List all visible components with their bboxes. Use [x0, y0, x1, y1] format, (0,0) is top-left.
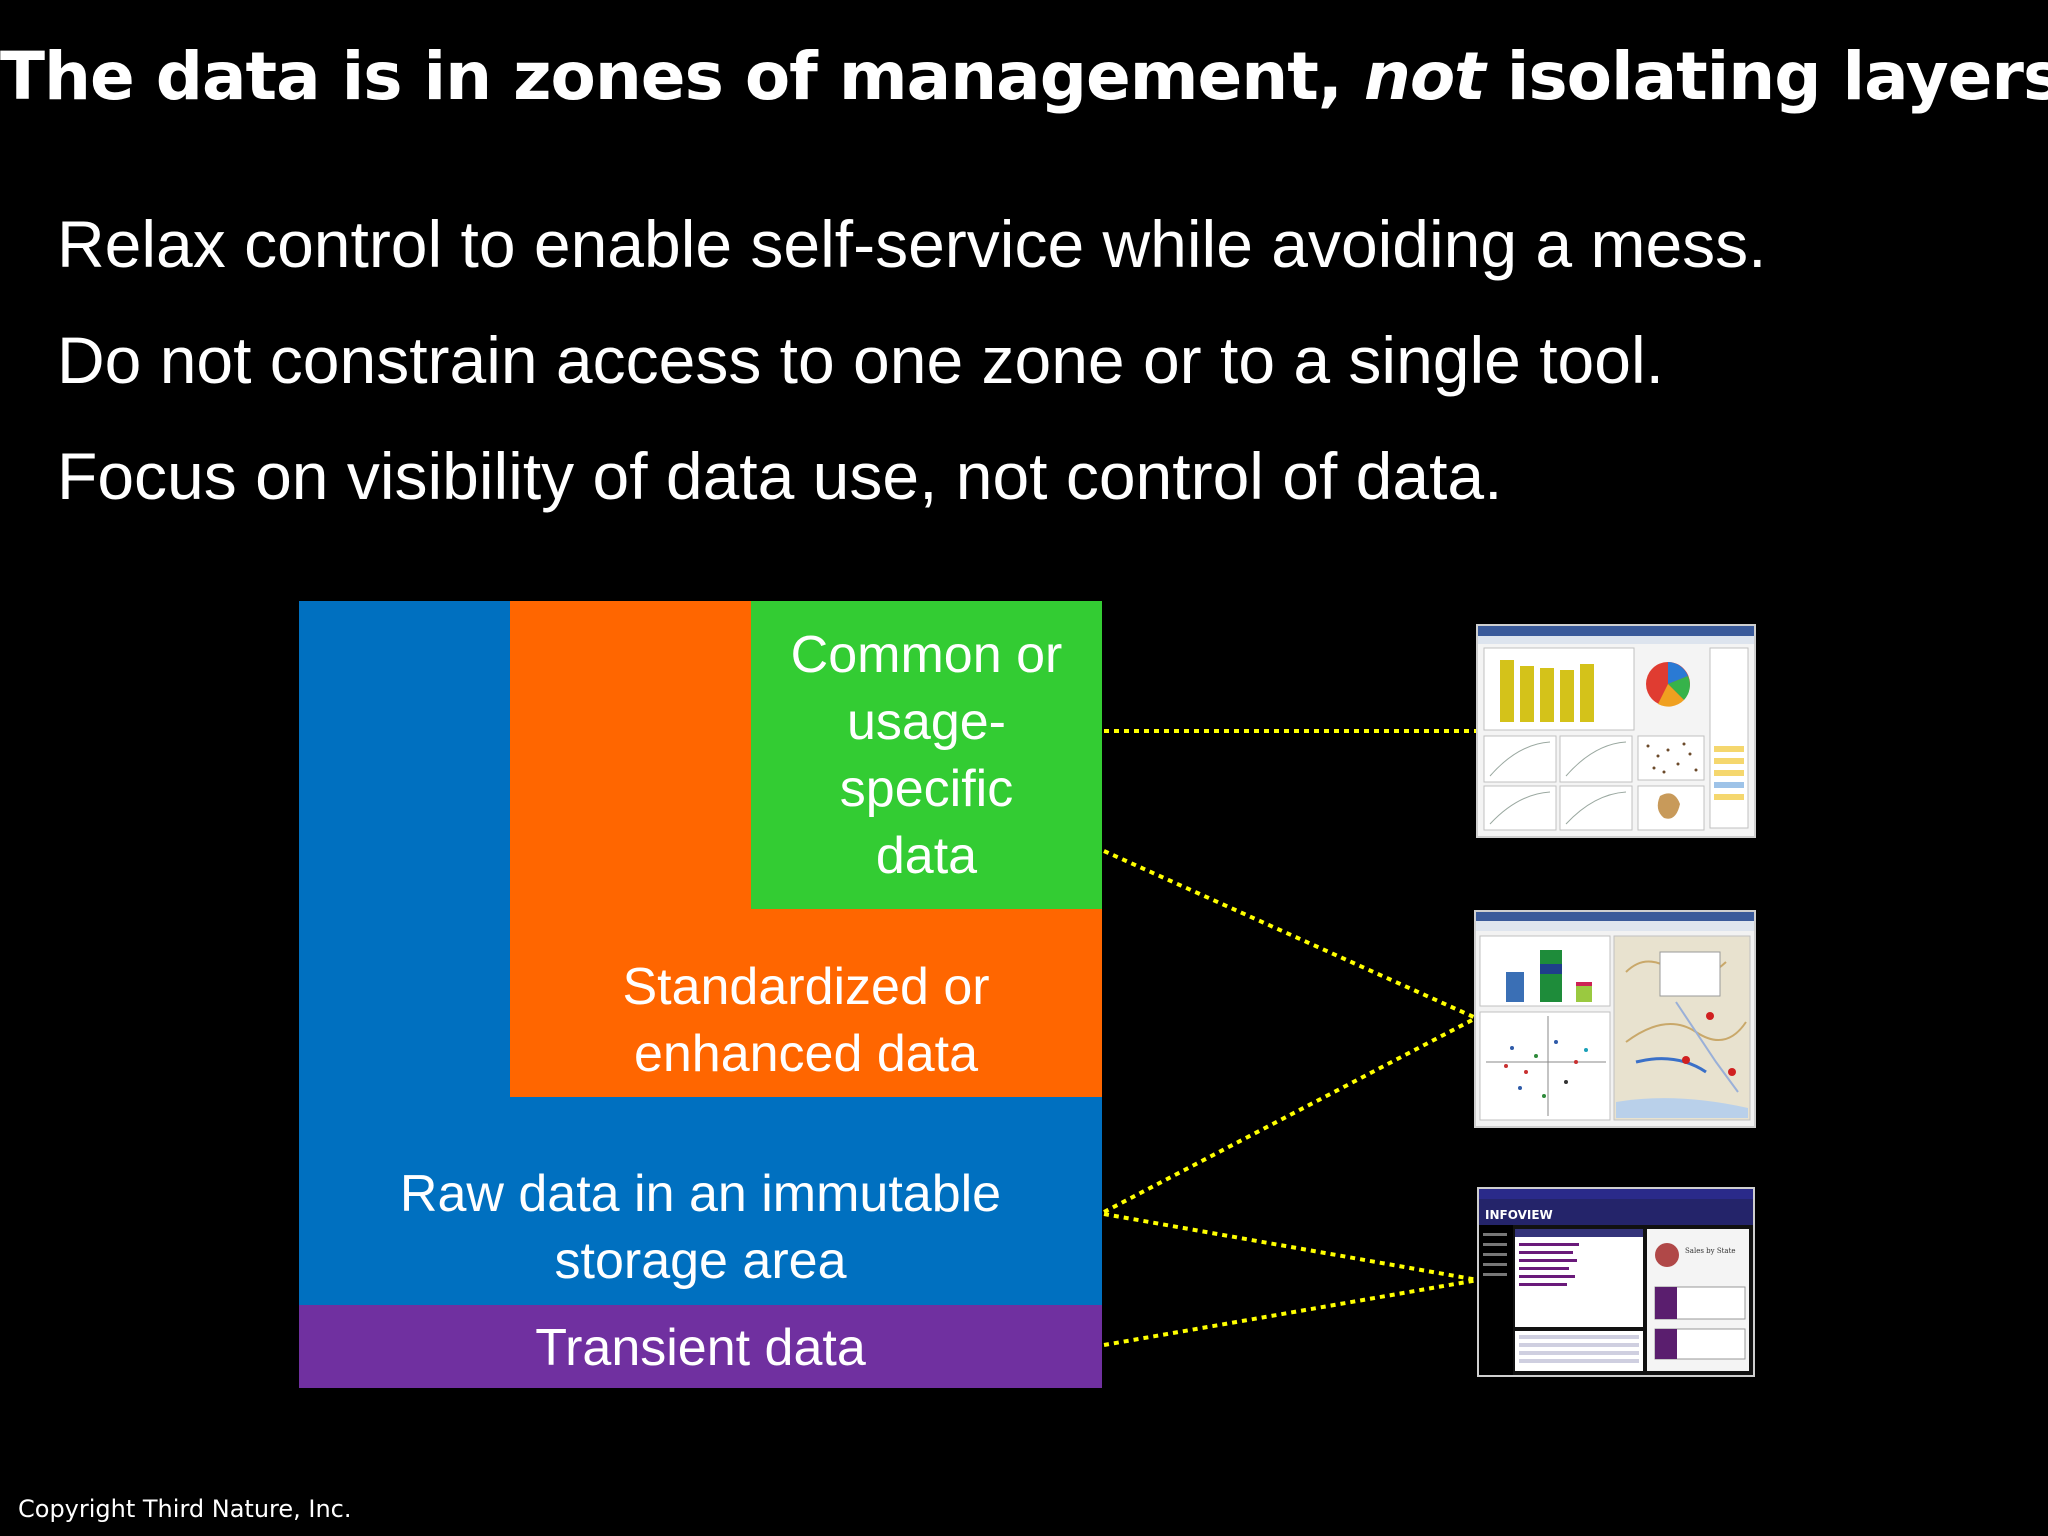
zone-transient-data	[299, 1305, 1102, 1388]
title-part1: The data is in zones of management,	[0, 38, 1364, 115]
dashboard-screenshot	[1476, 624, 1756, 838]
zone-raw-label: Raw data in an immutable storage area	[299, 1161, 1102, 1295]
map-screenshot	[1474, 910, 1756, 1128]
copyright-text: Copyright Third Nature, Inc.	[18, 1495, 352, 1523]
connector-raw-to-report	[1103, 1212, 1479, 1282]
sales-by-state-title: Sales by State	[1685, 1247, 1736, 1255]
connector-raw-to-map	[1103, 1016, 1477, 1214]
infoview-logo-text: INFOVIEW	[1485, 1208, 1553, 1222]
zone-common-data	[751, 601, 1102, 909]
title-part2: isolating layers	[1484, 38, 2048, 115]
zone-raw-label-line: storage area	[554, 1232, 847, 1290]
zone-transient-label: Transient data	[535, 1319, 866, 1377]
bullet-line-2: Do not constrain access to one zone or t…	[57, 323, 1664, 397]
bullet-line-3: Focus on visibility of data use, not con…	[57, 439, 1503, 513]
connector-transient-to-report	[1103, 1278, 1479, 1347]
report-screenshot: INFOVIEW Sales by State	[1477, 1187, 1755, 1377]
zone-standardized-label-line: Standardized or	[622, 958, 990, 1016]
report-screenshot-drawing: INFOVIEW Sales by State	[1479, 1189, 1753, 1375]
dashboard-screenshot-drawing	[1478, 626, 1754, 831]
title-emphasis: not	[1363, 38, 1486, 115]
map-screenshot-drawing	[1476, 912, 1754, 1121]
zone-standardized-label-line: enhanced data	[633, 1025, 979, 1083]
zone-common-label-line: usage-	[847, 693, 1006, 751]
slide-title: The data is in zones of management, not …	[0, 38, 2048, 115]
connector-common-to-map	[1103, 849, 1477, 1020]
bullet-line-1: Relax control to enable self-service whi…	[57, 207, 1767, 281]
zone-raw-label-line: Raw data in an immutable	[399, 1165, 1002, 1223]
zone-common-label-line: specific	[839, 760, 1014, 818]
zone-common-label-line: Common or	[790, 626, 1063, 684]
zone-standardized-label: Standardized or enhanced data	[510, 954, 1102, 1088]
zone-common-label-line: data	[875, 827, 978, 885]
zone-common-label: Common or usage- specific data	[751, 622, 1102, 890]
